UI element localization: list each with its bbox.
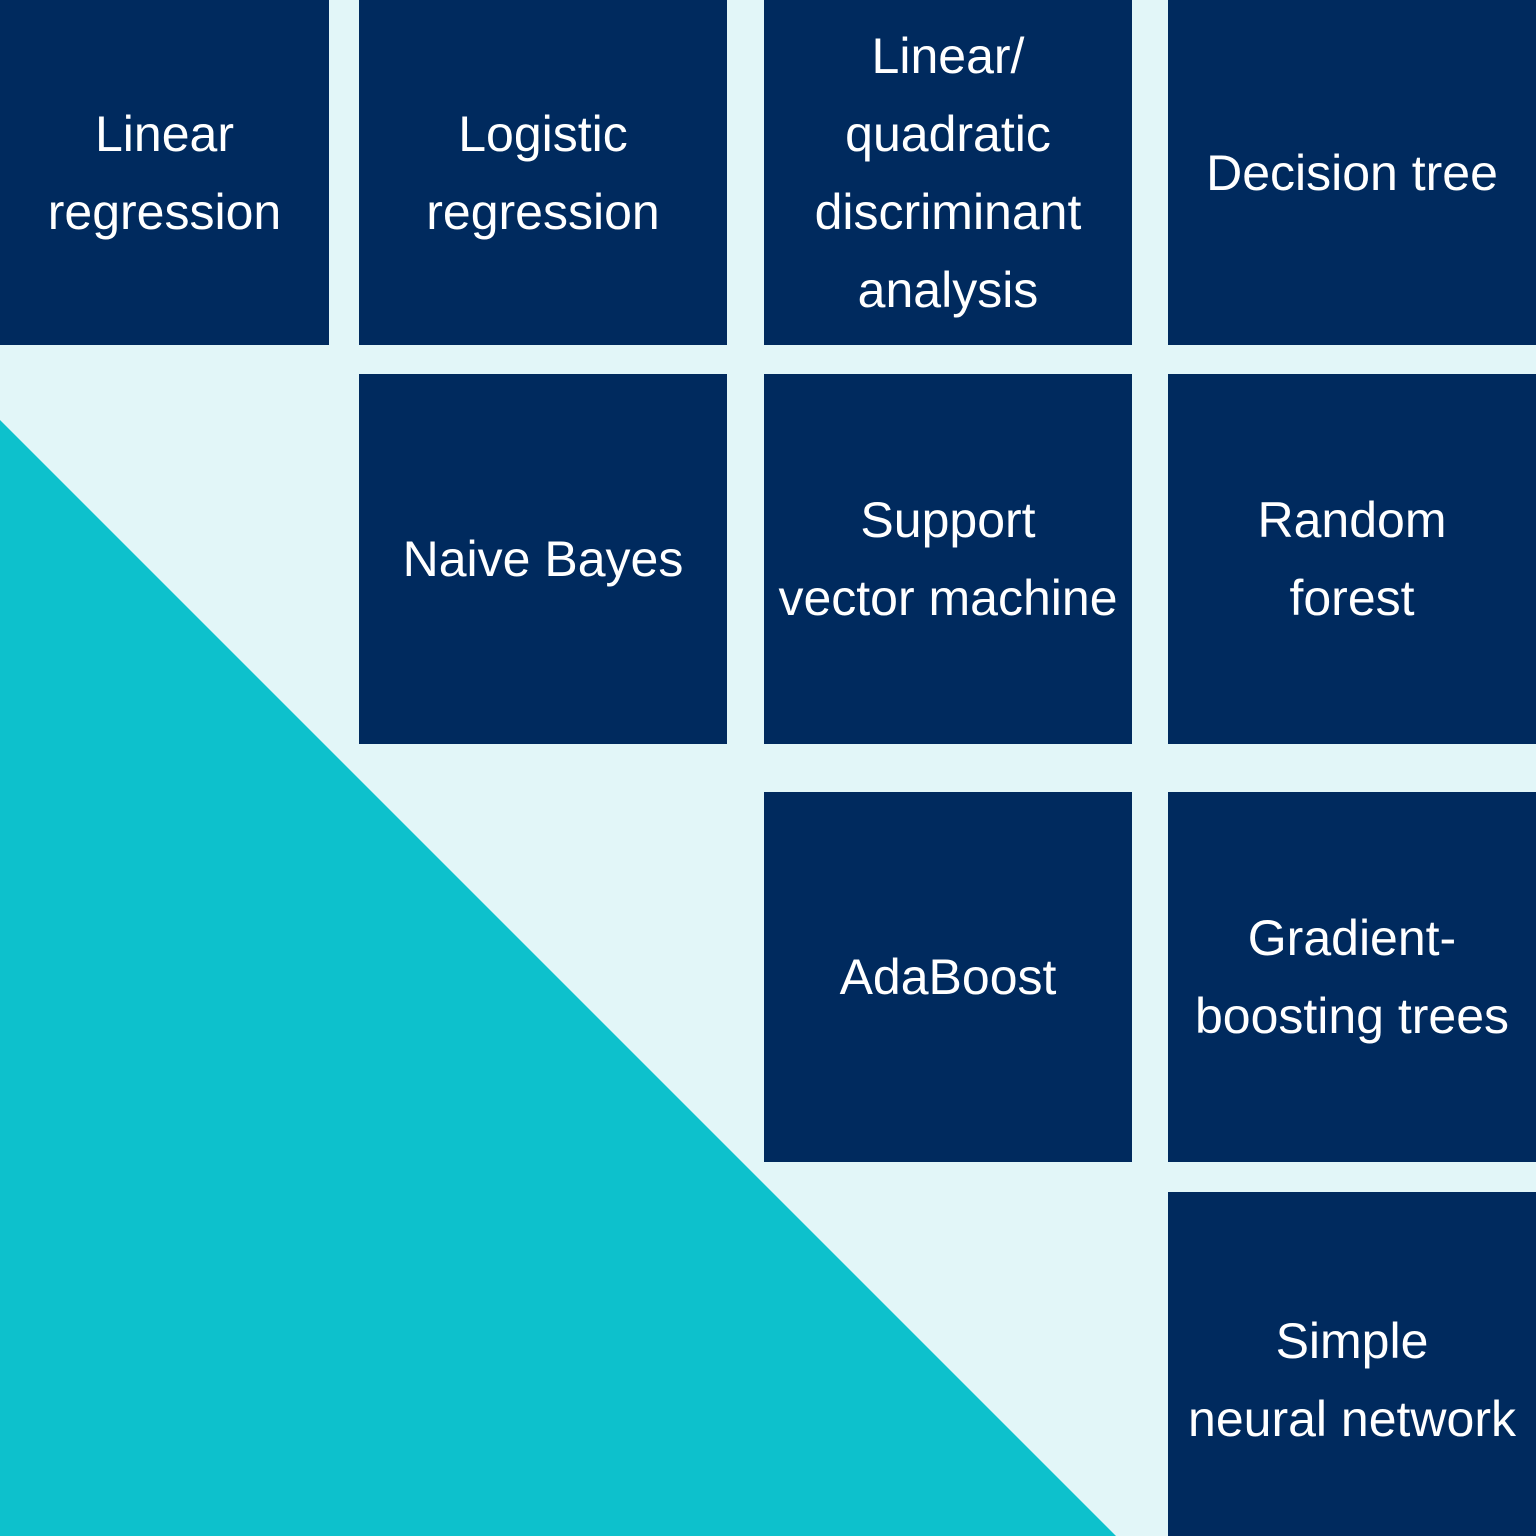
tile-support-vector-machine: Support vector machine (764, 374, 1132, 744)
tile-label: Naive Bayes (402, 531, 684, 587)
tile-label: Linear/ quadratic discriminant analysis (814, 27, 1082, 318)
tile-label: Simple neural network (1188, 1313, 1516, 1447)
tile-decision-tree: Decision tree (1168, 0, 1536, 345)
tile-label: AdaBoost (839, 949, 1057, 1005)
tile-discriminant-analysis: Linear/ quadratic discriminant analysis (764, 0, 1132, 345)
tile-label: Support vector machine (778, 492, 1118, 626)
tile-simple-neural-network: Simple neural network (1168, 1192, 1536, 1536)
tile-label: Linear regression (47, 105, 282, 240)
tile-logistic-regression: Logistic regression (359, 0, 727, 345)
tile-linear-regression: Linear regression (0, 0, 329, 345)
tile-gradient-boosting-trees: Gradient- boosting trees (1168, 792, 1536, 1162)
tile-random-forest: Random forest (1168, 374, 1536, 744)
tile-label: Gradient- boosting trees (1194, 910, 1510, 1044)
tile-naive-bayes: Naive Bayes (359, 374, 727, 744)
tile-label: Random forest (1257, 492, 1447, 626)
tile-label: Decision tree (1206, 144, 1498, 201)
tile-adaboost: AdaBoost (764, 792, 1132, 1162)
teal-triangle-shape (0, 420, 1116, 1536)
tile-label: Logistic regression (426, 105, 660, 240)
